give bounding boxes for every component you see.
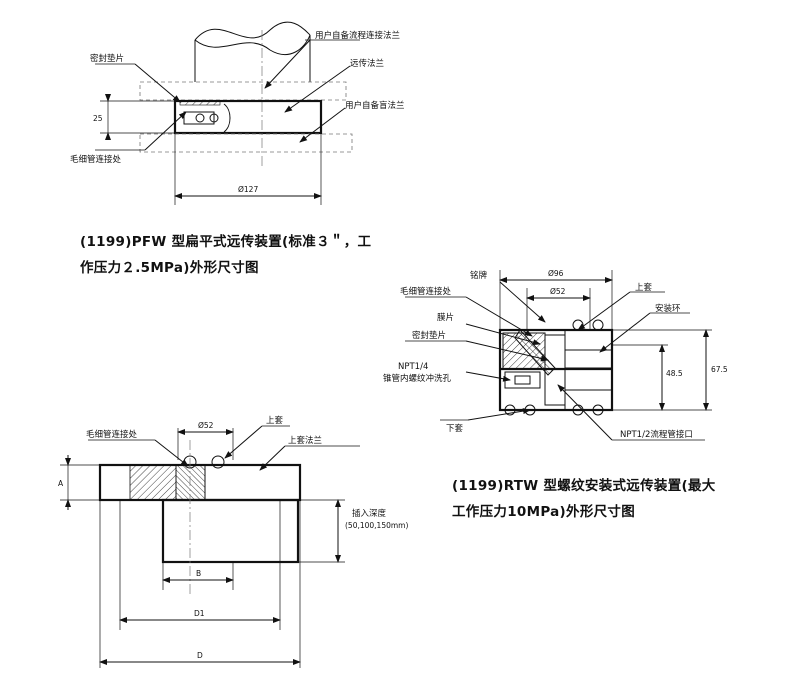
- label-insert-capillary-joint: 毛细管连接处: [86, 429, 138, 440]
- insert-tube: [161, 498, 300, 564]
- rtw-drawing: 铭牌 毛细管连接处 膜片 密封垫片 NPT1/4 锥管内螺纹冲洗孔 下套 上套 …: [383, 269, 728, 441]
- dim-a: A: [58, 479, 64, 488]
- label-mounting-ring: 安装环: [655, 303, 681, 314]
- dim-h48: 48.5: [666, 369, 683, 378]
- label-npt12-process: NPT1/2流程管接口: [620, 429, 693, 440]
- label-user-process-flange: 用户自备流程连接法兰: [315, 30, 400, 41]
- dim-d: D: [197, 651, 203, 660]
- pipe-break-line: [194, 21, 311, 41]
- label-upper-flange: 上套法兰: [288, 435, 322, 446]
- label-gasket: 密封垫片: [90, 53, 124, 64]
- pfw-caption-line1: (1199)PFW 型扁平式远传装置(标准３＂，工: [80, 234, 372, 250]
- label-depth-values: (50,100,150mm): [345, 521, 408, 530]
- insert-drawing: 毛细管连接处 上套 上套法兰 插入深度 (50,100,150mm) Ø52 A…: [58, 415, 408, 668]
- label-insert-upper-sleeve: 上套: [266, 415, 284, 426]
- label-diaphragm: 膜片: [437, 312, 454, 323]
- label-rtw-capillary-joint: 毛细管连接处: [400, 286, 452, 297]
- label-user-blind-flange: 用户自备盲法兰: [345, 100, 405, 111]
- dim-d1: D1: [194, 609, 205, 618]
- dim-d52: Ø52: [550, 287, 566, 296]
- dim-insert-d52: Ø52: [198, 421, 214, 430]
- user-blind-flange-outline: [139, 133, 353, 153]
- label-insert-depth: 插入深度: [352, 508, 387, 519]
- label-flush-hole: 锥管内螺纹冲洗孔: [383, 373, 452, 384]
- pfw-caption-line2: 作压力２.5MPa)外形尺寸图: [80, 260, 259, 276]
- label-rtw-upper-sleeve: 上套: [635, 282, 653, 293]
- dim-d96: Ø96: [548, 269, 564, 278]
- label-lower-sleeve: 下套: [446, 423, 464, 434]
- dim-b: B: [196, 569, 201, 578]
- label-remote-flange: 远传法兰: [350, 58, 384, 69]
- label-rtw-gasket: 密封垫片: [412, 330, 446, 341]
- label-npt14: NPT1/4: [398, 362, 428, 372]
- dim-diameter-127: Ø127: [238, 185, 258, 194]
- label-capillary-joint: 毛细管连接处: [70, 154, 122, 165]
- dim-height-25: 25: [93, 114, 103, 123]
- dim-h67: 67.5: [711, 365, 728, 374]
- rtw-caption-line1: (1199)RTW 型螺纹安装式远传装置(最大: [452, 478, 716, 494]
- label-nameplate: 铭牌: [470, 270, 488, 281]
- rtw-caption-line2: 工作压力10MPa)外形尺寸图: [452, 504, 636, 520]
- remote-flange-body: [173, 99, 323, 135]
- pfw-drawing: 用户自备流程连接法兰 远传法兰 用户自备盲法兰 密封垫片 毛细管连接处 25 Ø…: [70, 21, 405, 205]
